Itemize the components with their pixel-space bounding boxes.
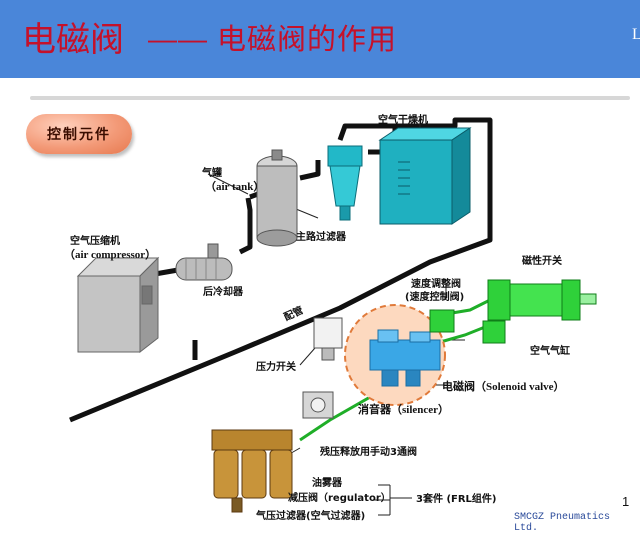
- panel-top-rule: [30, 96, 630, 100]
- footer-company: SMCGZ Pneumatics Ltd.: [514, 512, 611, 534]
- page-subtitle: —— 电磁阀的作用: [148, 24, 398, 56]
- main-filter: [327, 145, 363, 221]
- label-magnetic-switch: 磁性开关: [522, 256, 562, 267]
- label-solenoid-valve: 电磁阀（Solenoid valve）: [442, 381, 565, 393]
- label-frl-set: 3套件 (FRL组件): [416, 494, 497, 505]
- page-number: 1: [622, 494, 630, 509]
- label-air-compressor-en: （air compressor）: [64, 249, 157, 261]
- speed-controllers: [429, 309, 506, 344]
- air-tank: [256, 149, 298, 247]
- label-silencer: 消音器（silencer）: [358, 404, 450, 416]
- air-dryer: [378, 127, 472, 225]
- label-pressure-switch: 压力开关: [256, 362, 296, 373]
- control-components-badge: 控制元件: [26, 114, 132, 154]
- label-regulator: 减压阀（regulator）: [288, 493, 391, 504]
- label-air-tank-en: （air tank）: [205, 181, 265, 193]
- label-air-cylinder: 空气气缸: [530, 346, 570, 357]
- label-main-filter: 主路过滤器: [296, 232, 346, 243]
- slide-header: 电磁阀 —— 电磁阀的作用 L: [0, 0, 640, 78]
- corner-text: L: [632, 26, 640, 43]
- solenoid-valve: [369, 329, 441, 387]
- label-filter: 气压过滤器(空气过滤器): [256, 511, 366, 522]
- frl-unit: [211, 429, 293, 513]
- air-cylinder: [487, 279, 597, 321]
- label-speed-controller: 速度调整阀: [411, 279, 461, 290]
- air-compressor: [76, 256, 160, 354]
- pressure-switch: [313, 317, 343, 361]
- label-residual-valve: 残压释放用手动3通阀: [320, 447, 417, 458]
- badge-label: 控制元件: [47, 126, 111, 142]
- label-air-compressor-cn: 空气压缩机: [70, 236, 120, 247]
- label-aftercooler: 后冷却器: [203, 287, 243, 298]
- label-speed-controller-alt: (速度控制阀): [405, 292, 465, 303]
- label-air-dryer: 空气干燥机: [378, 115, 428, 126]
- aftercooler: [175, 243, 233, 281]
- label-lubricator: 油雾器: [312, 478, 342, 489]
- label-air-tank-cn: 气罐: [202, 168, 222, 179]
- page-title: 电磁阀: [22, 22, 124, 59]
- residual-release-valve: [302, 391, 334, 419]
